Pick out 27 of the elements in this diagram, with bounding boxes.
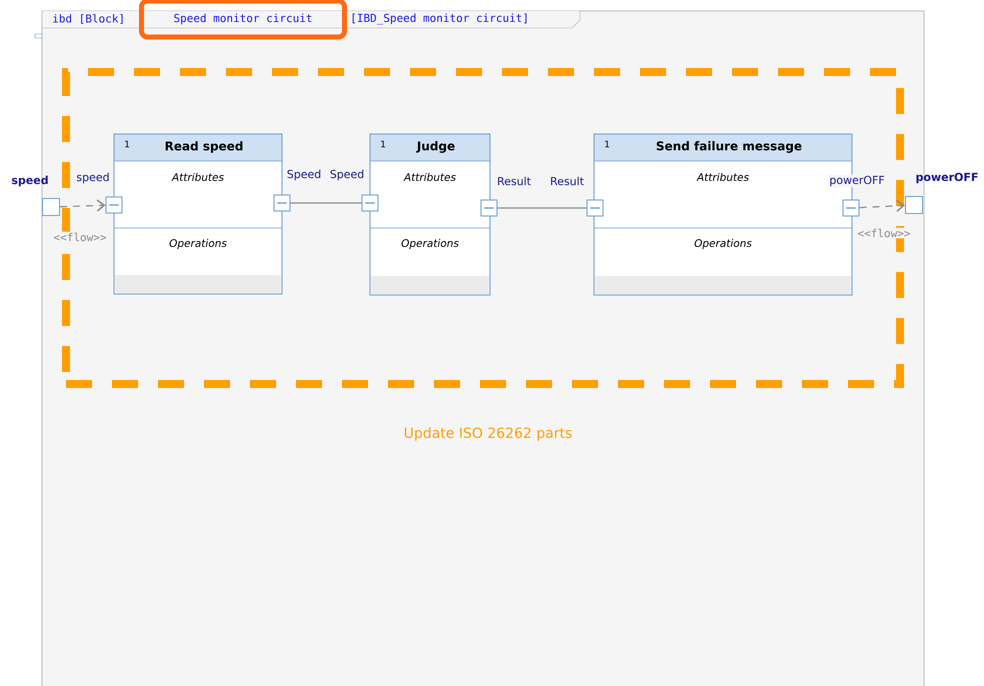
block: 1 Read speed Attributes Operations [114,134,282,294]
port-label: Speed [286,168,322,182]
highlight-box: Speed monitor circuit [139,0,347,40]
block: 1 Judge Attributes Operations [370,134,490,296]
port [106,196,122,214]
connector [290,202,362,204]
port-label: Result [549,176,585,186]
connector [498,207,586,209]
diagram-header: ibd [Block] [53,14,123,24]
edge-label: <<flow>> [856,228,912,238]
port-box [42,198,60,216]
port-label: Speed [328,168,366,182]
port [842,200,860,216]
port-label: speed [12,176,48,186]
connector [859,200,906,212]
caption: Update ISO 26262 parts [404,427,572,441]
port-label: powerOFF [916,172,978,184]
port-label: Result [496,176,532,186]
port [362,194,378,212]
port [586,200,604,216]
edge-label: <<flow>> [52,232,108,242]
port-box [905,196,924,214]
port-label: powerOFF [828,174,886,188]
port-label: speed [75,172,111,184]
connector [60,199,106,212]
port [274,194,290,212]
port [480,200,498,216]
